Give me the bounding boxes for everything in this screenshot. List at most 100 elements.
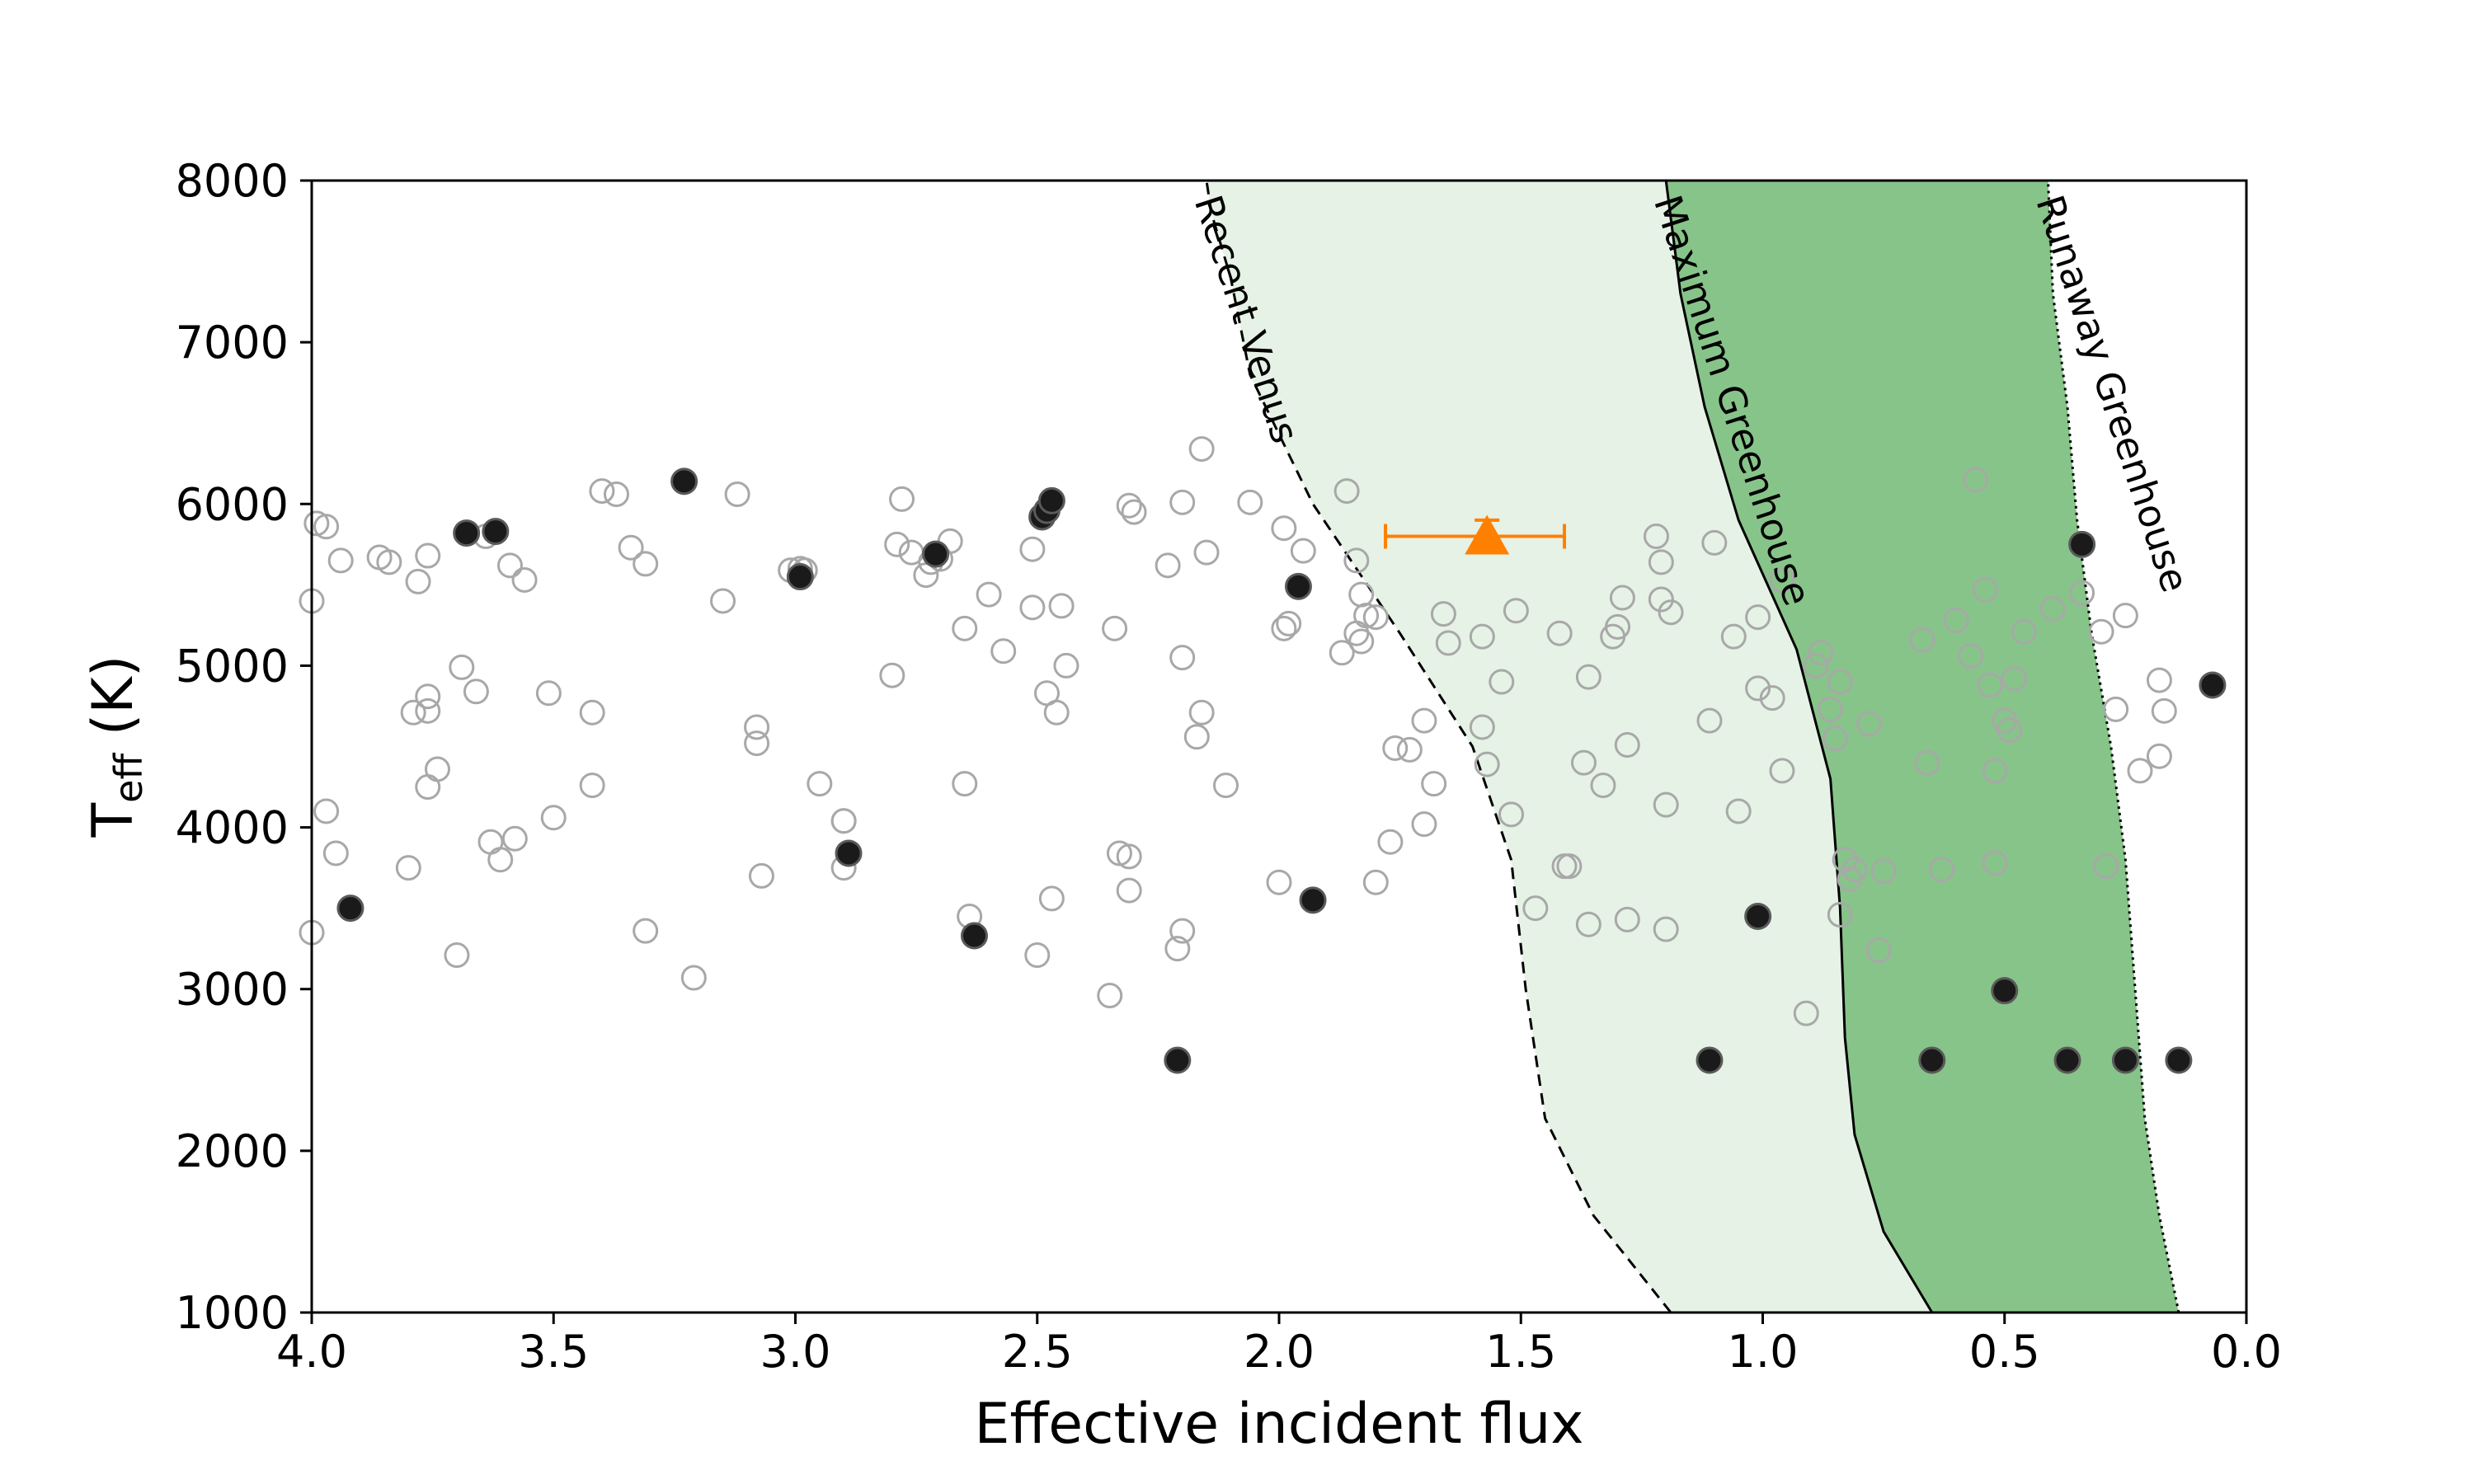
data-points bbox=[299, 436, 2227, 1074]
open-marker bbox=[1377, 829, 1404, 855]
open-marker bbox=[1818, 696, 1844, 722]
open-marker bbox=[884, 531, 910, 557]
open-marker bbox=[1169, 918, 1196, 944]
open-marker bbox=[589, 478, 615, 505]
open-marker bbox=[1469, 714, 1495, 740]
open-marker bbox=[1489, 669, 1515, 695]
x-tick-label: 2.0 bbox=[1244, 1326, 1315, 1378]
open-marker bbox=[1498, 801, 1525, 828]
open-marker bbox=[1343, 547, 1370, 574]
filled-marker bbox=[2111, 1046, 2139, 1074]
y-tick-label: 2000 bbox=[176, 1125, 289, 1177]
open-marker bbox=[1193, 539, 1220, 566]
y-tick-label: 8000 bbox=[176, 155, 289, 207]
y-tick-label: 4000 bbox=[176, 802, 289, 854]
open-marker bbox=[1474, 751, 1500, 777]
open-marker bbox=[633, 918, 659, 944]
open-marker bbox=[1271, 515, 1297, 542]
open-marker bbox=[579, 699, 605, 726]
open-marker bbox=[1421, 771, 1447, 797]
filled-marker bbox=[1284, 572, 1312, 600]
x-tick-label: 1.5 bbox=[1485, 1326, 1556, 1378]
open-marker bbox=[710, 588, 736, 614]
y-axis-title-main: T bbox=[81, 802, 146, 838]
zone-boundary-1 bbox=[1664, 180, 1934, 1313]
filled-marker bbox=[2068, 530, 2096, 558]
open-marker bbox=[579, 773, 605, 799]
open-marker bbox=[1435, 630, 1461, 656]
open-marker bbox=[2093, 853, 2119, 880]
open-marker bbox=[2103, 696, 2129, 722]
open-marker bbox=[1605, 613, 1631, 640]
recent-venus-zone-fill bbox=[1206, 181, 1932, 1313]
open-marker bbox=[1720, 623, 1747, 650]
filled-marker bbox=[1744, 902, 1772, 930]
open-marker bbox=[444, 942, 470, 969]
open-marker bbox=[1188, 699, 1215, 726]
filled-marker bbox=[1164, 1046, 1192, 1074]
open-marker bbox=[1038, 885, 1065, 912]
open-marker bbox=[1043, 699, 1070, 726]
x-tick-label: 1.0 bbox=[1728, 1326, 1799, 1378]
open-marker bbox=[496, 552, 523, 579]
open-marker bbox=[1048, 593, 1075, 619]
open-marker bbox=[400, 699, 426, 726]
y-axis-title-unit: (K) bbox=[81, 655, 146, 754]
open-marker bbox=[1019, 594, 1046, 621]
open-marker bbox=[1024, 942, 1051, 969]
open-marker bbox=[1116, 843, 1142, 870]
open-marker bbox=[2127, 758, 2153, 784]
open-marker bbox=[1169, 489, 1196, 515]
open-marker bbox=[1977, 672, 2003, 698]
x-tick-label: 0.0 bbox=[2211, 1326, 2282, 1378]
open-marker bbox=[1183, 724, 1210, 750]
filled-marker bbox=[1696, 1046, 1724, 1074]
x-tick-label: 3.5 bbox=[518, 1326, 589, 1378]
open-marker bbox=[889, 486, 915, 512]
open-marker bbox=[1841, 857, 1868, 883]
x-tick-label: 0.5 bbox=[1969, 1326, 2040, 1378]
open-marker bbox=[1329, 640, 1355, 666]
open-marker bbox=[1769, 566, 1795, 593]
open-marker bbox=[1658, 599, 1684, 626]
open-marker bbox=[487, 847, 514, 873]
open-marker bbox=[952, 615, 978, 641]
open-marker bbox=[1745, 604, 1771, 631]
open-marker bbox=[1769, 758, 1795, 784]
open-marker bbox=[2112, 603, 2138, 629]
open-marker bbox=[395, 855, 421, 881]
open-marker bbox=[1653, 916, 1679, 942]
open-marker bbox=[1856, 711, 1883, 737]
habitable-zones bbox=[1205, 180, 2180, 1313]
open-marker bbox=[724, 481, 750, 508]
open-marker bbox=[1382, 735, 1409, 761]
filled-marker bbox=[2165, 1046, 2193, 1074]
open-marker bbox=[1121, 499, 1147, 525]
open-marker bbox=[1745, 675, 1771, 702]
open-marker bbox=[1643, 524, 1669, 550]
open-marker bbox=[618, 534, 644, 561]
open-marker bbox=[1348, 628, 1375, 655]
open-marker bbox=[1430, 601, 1456, 627]
open-marker bbox=[415, 542, 441, 569]
zone-boundary-0 bbox=[1205, 180, 1672, 1313]
open-marker bbox=[1116, 492, 1142, 519]
open-marker bbox=[1019, 536, 1046, 562]
zone-boundary-2 bbox=[2047, 180, 2180, 1313]
open-marker bbox=[1590, 773, 1616, 799]
open-marker bbox=[952, 771, 978, 797]
open-marker bbox=[1097, 983, 1123, 1009]
open-marker bbox=[2011, 618, 2037, 645]
open-marker bbox=[1570, 749, 1597, 776]
open-marker bbox=[1333, 478, 1360, 505]
open-marker bbox=[1653, 791, 1679, 818]
open-marker bbox=[1546, 620, 1573, 646]
y-tick-label: 5000 bbox=[176, 640, 289, 692]
open-marker bbox=[1575, 664, 1602, 690]
open-marker bbox=[2001, 665, 2027, 692]
x-tick-label: 4.0 bbox=[276, 1326, 347, 1378]
open-marker bbox=[477, 829, 504, 855]
open-marker bbox=[1276, 610, 1302, 636]
highlight-triangle bbox=[1465, 514, 1510, 555]
x-tick-label: 2.5 bbox=[1002, 1326, 1073, 1378]
